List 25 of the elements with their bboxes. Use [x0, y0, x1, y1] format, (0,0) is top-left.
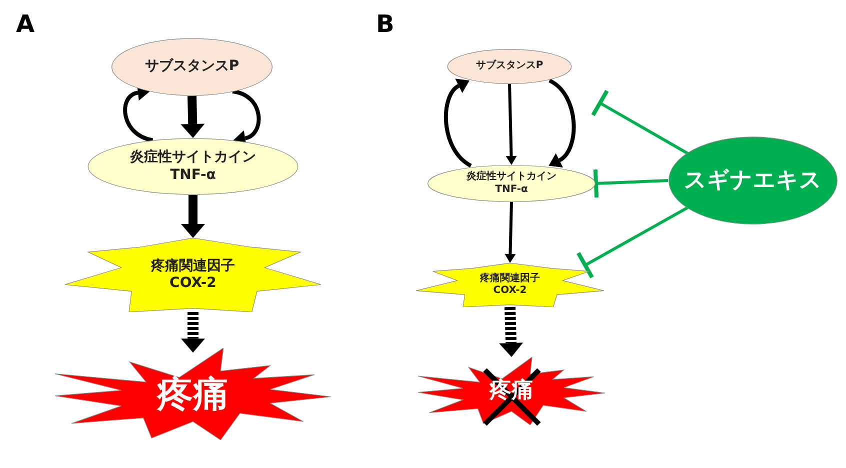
node-label: スギナエキス: [684, 166, 822, 194]
node-label: 疼痛関連因子: [151, 258, 235, 275]
inhibition-line: [591, 90, 690, 156]
node-label: COX-2: [170, 275, 216, 292]
arrow: [499, 306, 524, 357]
panel-label: A: [16, 9, 35, 40]
arrow: [506, 84, 517, 165]
node-label: サブスタンスP: [476, 60, 544, 73]
node-label: 疼痛: [157, 372, 229, 416]
arrow: [181, 195, 205, 238]
node-label: TNF-α: [170, 166, 216, 184]
arrow: [181, 312, 205, 353]
node-label: 炎症性サイトカイン: [466, 171, 556, 184]
arrow: [504, 202, 516, 263]
node-label: 炎症性サイトカイン: [130, 149, 256, 166]
inhibition-line: [576, 206, 690, 278]
node-label: TNF-α: [495, 184, 528, 196]
node-label: サブスタンスP: [144, 58, 240, 76]
node-label: 疼痛関連因子: [480, 272, 540, 285]
inhibition-line: [593, 169, 668, 198]
node-label: COX-2: [493, 285, 527, 298]
arrow: [444, 78, 472, 168]
arrow: [180, 96, 205, 138]
arrow: [548, 78, 576, 168]
panel-label: B: [376, 9, 394, 40]
